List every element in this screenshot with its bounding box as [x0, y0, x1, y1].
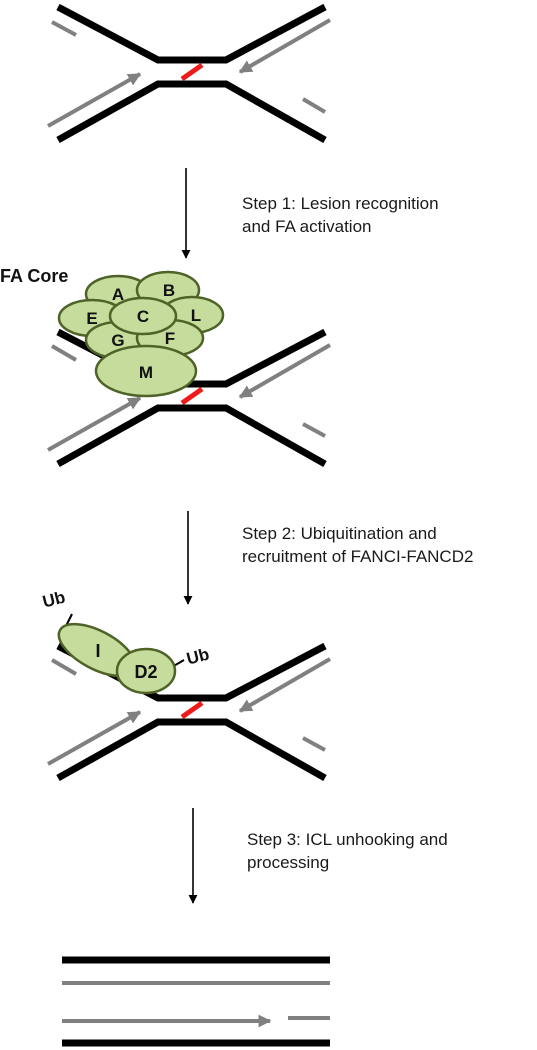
- fa-core-title: FA Core: [0, 266, 68, 286]
- fa-core-subunit-m: [94, 344, 198, 398]
- fork-panel-2: [47, 328, 332, 468]
- step-2-caption-line1: Step 2: Ubiquitination and: [242, 524, 437, 543]
- lagging-fragment-right: [302, 736, 326, 752]
- fancd2-label: D2: [134, 662, 157, 682]
- nascent-leading-strand-right: [238, 343, 332, 399]
- bottom-parental-strand: [56, 404, 327, 468]
- nascent-leading-strand-left: [47, 396, 142, 452]
- lagging-fragment-left: [51, 20, 77, 37]
- fanci-fancd2-complex: I D2 Ub Ub: [41, 588, 212, 695]
- subunit-label-g: G: [111, 331, 124, 350]
- lagging-fragment-left: [50, 344, 78, 362]
- lagging-fragment-right: [302, 422, 326, 438]
- nascent-leading-strand-right: [238, 18, 332, 74]
- ubiquitin-label-fancd2: Ub: [185, 645, 212, 669]
- ubiquitin-label-fanci: Ub: [41, 588, 68, 612]
- bottom-parental-strand: [56, 718, 327, 782]
- interstrand-crosslink: [180, 700, 204, 720]
- nascent-leading-strand-left: [47, 72, 142, 128]
- subunit-label-a: A: [112, 285, 124, 304]
- fork-panel-1: [47, 3, 332, 144]
- fancd2-protein: [115, 647, 177, 695]
- step-3-caption-line2: processing: [247, 853, 330, 872]
- step-3-caption-line1: Step 3: ICL unhooking and: [247, 830, 448, 849]
- interstrand-crosslink: [180, 386, 204, 406]
- lagging-fragment-right: [301, 97, 327, 114]
- interstrand-crosslink: [180, 62, 204, 82]
- step-2-caption-line2: recruitment of FANCI-FANCD2: [242, 547, 474, 566]
- subunit-label-f: F: [165, 329, 175, 348]
- fa-core-complex: FA Core A B E C L G F M: [0, 266, 225, 398]
- lagging-fragment-left: [50, 658, 78, 676]
- bottom-parental-strand: [56, 80, 327, 144]
- subunit-label-m: M: [139, 363, 153, 382]
- subunit-label-l: L: [191, 306, 201, 325]
- step-1-caption-line1: Step 1: Lesion recognition: [242, 194, 439, 213]
- nascent-leading-strand-left: [47, 710, 142, 766]
- step-2-caption: Step 2: Ubiquitination and recruitment o…: [242, 522, 473, 568]
- fa-core-subunit-c: [108, 296, 178, 336]
- subunit-label-c: C: [137, 307, 149, 326]
- nascent-leading-strand-right: [238, 657, 332, 713]
- fanci-label: I: [95, 641, 100, 661]
- processed-dna-panel: [62, 956, 330, 1047]
- step-3-caption: Step 3: ICL unhooking and processing: [247, 828, 448, 874]
- step-1-caption: Step 1: Lesion recognition and FA activa…: [242, 192, 439, 238]
- subunit-label-b: B: [163, 281, 175, 300]
- subunit-label-e: E: [86, 309, 97, 328]
- step-1-caption-line2: and FA activation: [242, 217, 372, 236]
- top-parental-strand: [56, 3, 327, 64]
